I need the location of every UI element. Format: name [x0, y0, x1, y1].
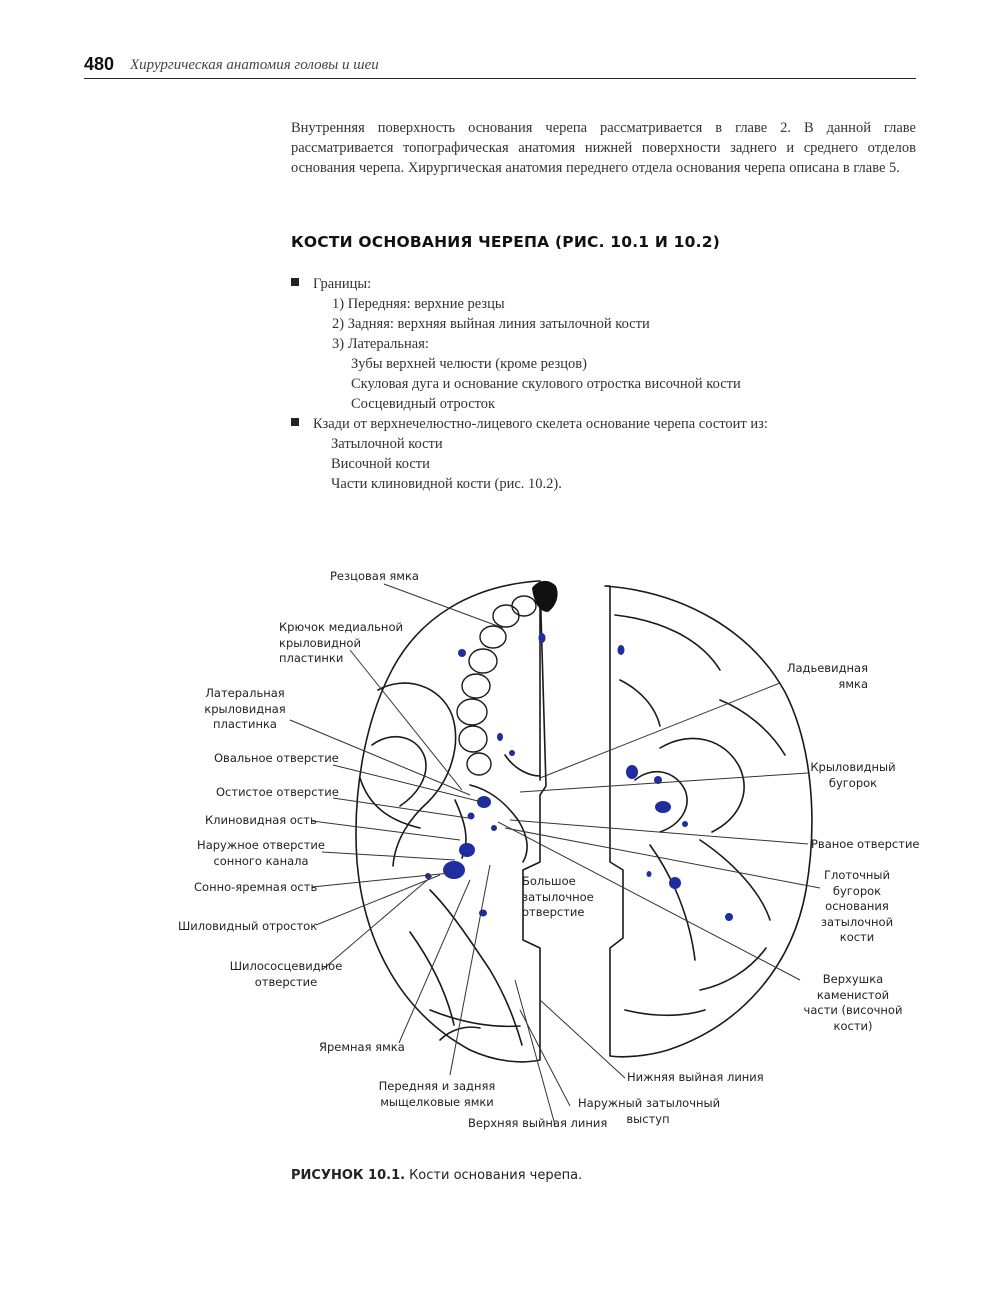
label-sphenoid-spine: Клиновидная ость [205, 813, 317, 827]
label-foramen-ovale: Овальное отверстие [214, 751, 339, 765]
label-external-occipital-protuberance: Наружный затылочный выступ [578, 1096, 721, 1126]
label-medial-pterygoid-hamulus: Крючок медиальной крыловидной пластинки [279, 620, 403, 665]
list-item: Затылочной кости [331, 436, 443, 452]
label-petrous-apex: Верхушка каменистой части (височной кост… [803, 972, 903, 1033]
section-heading: КОСТИ ОСНОВАНИЯ ЧЕРЕПА (РИС. 10.1 И 10.2… [291, 233, 720, 251]
label-lateral-pterygoid-plate: Латеральная крыловидная пластинка [204, 686, 286, 731]
skull-base-illustration [289, 580, 821, 1126]
figure-caption: РИСУНОК 10.1.Кости основания черепа. [291, 1168, 582, 1183]
skull-outline-left [355, 580, 547, 1063]
list-item: Зубы верхней челюсти (кроме резцов) [351, 356, 587, 372]
label-leader-lines [289, 583, 821, 1126]
list-item: 2) Задняя: верхняя выйная линия затылочн… [332, 316, 650, 332]
label-incisive-fossa: Резцовая ямка [330, 569, 419, 583]
list-item: Скуловая дуга и основание скулового отро… [351, 376, 741, 392]
label-superior-nuchal-line: Верхняя выйная линия [468, 1116, 608, 1130]
label-caroticojugular-spine: Сонно-яремная ость [194, 880, 318, 894]
page-number: 480 [84, 54, 115, 74]
incisor-shape [532, 580, 558, 612]
list-item: Височной кости [331, 456, 430, 472]
intro-paragraph: Внутренняя поверхность основания черепа … [291, 120, 916, 176]
square-bullet-icon [291, 418, 299, 426]
skull-base-figure: Резцовая ямка Крючок медиальной крыловид… [0, 540, 1000, 1160]
label-condylar-fossae: Передняя и задняя мыщелковые ямки [378, 1079, 496, 1109]
label-jugular-notch: Яремная ямка [319, 1040, 405, 1054]
label-carotid-canal-opening: Наружное отверстие сонного канала [197, 838, 325, 868]
foramina-highlights [425, 633, 733, 921]
list-item: Кзади от верхнечелюстно-лицевого скелета… [291, 416, 768, 433]
label-foramen-spinosum: Остистое отверстие [216, 785, 339, 799]
square-bullet-icon [291, 278, 299, 286]
list-item: Границы: [291, 276, 371, 293]
label-pharyngeal-tubercle: Глоточный бугорок основания затылочной к… [820, 868, 894, 944]
label-stylomastoid-foramen: Шилососцевидное отверстие [229, 959, 343, 989]
list-item: Сосцевидный отросток [351, 396, 496, 412]
skull-outline-right [604, 585, 813, 1058]
label-foramen-magnum: Большое затылочное отверстие [522, 874, 594, 919]
list-item: 1) Передняя: верхние резцы [332, 296, 505, 312]
list-item: 3) Латеральная: [332, 336, 429, 352]
label-scaphoid-fossa: Ладьевидная ямка [786, 661, 868, 691]
page-header: 480 Хирургическая анатомия головы и шеи [84, 52, 916, 79]
label-pterygoid-tubercle: Крыловидный бугорок [810, 760, 896, 790]
label-styloid-process: Шиловидный отросток [178, 919, 318, 933]
list-item: Части клиновидной кости (рис. 10.2). [331, 476, 562, 492]
running-title: Хирургическая анатомия головы и шеи [130, 57, 379, 73]
maxillary-teeth [456, 595, 537, 776]
label-inferior-nuchal-line: Нижняя выйная линия [627, 1070, 764, 1084]
zygomatic-arch-left [377, 682, 457, 867]
label-foramen-lacerum: Рваное отверстие [811, 837, 920, 851]
caption-label: РИСУНОК 10.1. [291, 1168, 406, 1183]
caption-text: Кости основания черепа. [409, 1168, 583, 1183]
